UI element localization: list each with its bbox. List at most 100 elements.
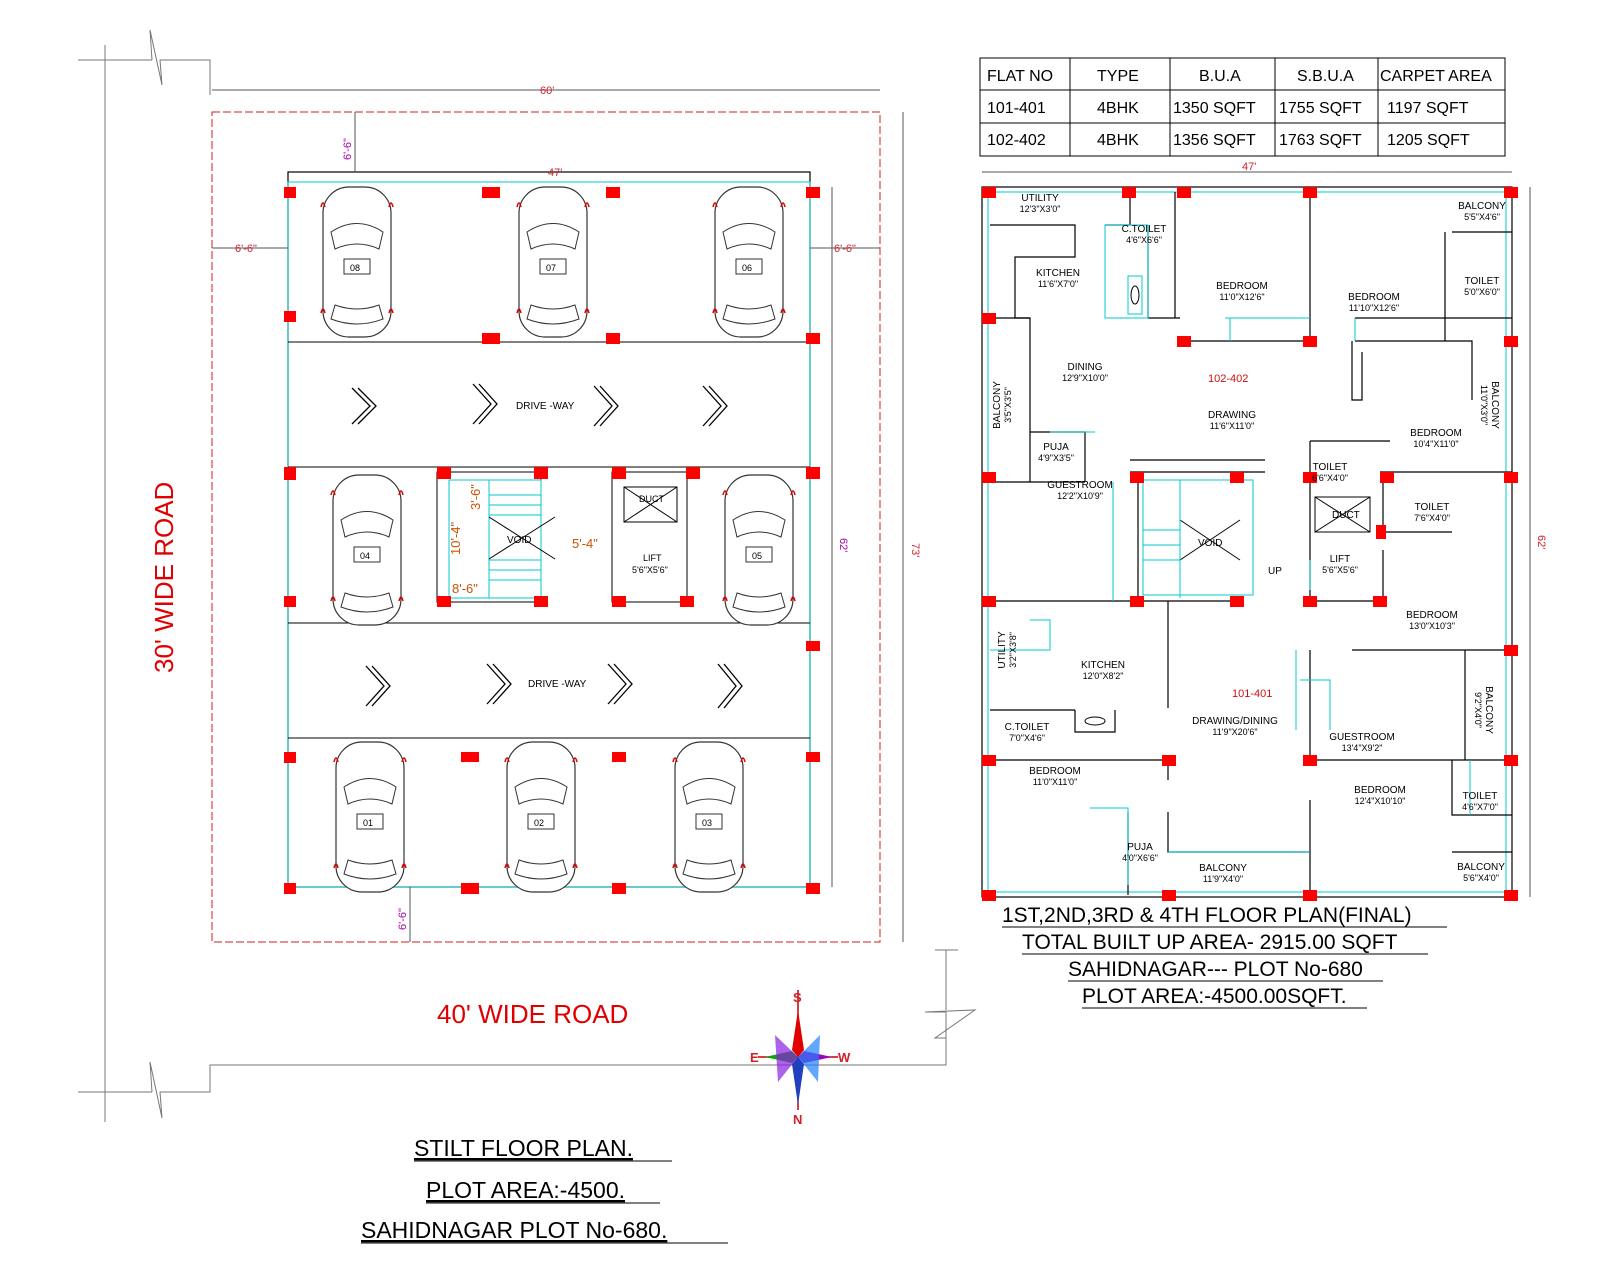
room-name: TOILET xyxy=(1463,791,1498,802)
floor-height-dim: 62' xyxy=(1535,535,1547,549)
room-size: 11'6"X11'0" xyxy=(1210,421,1255,431)
stair-dim-top: 3'-6" xyxy=(468,484,483,510)
room-name: GUESTROOM xyxy=(1047,480,1113,491)
car-8: 03 xyxy=(672,741,746,893)
room-name: C.TOILET xyxy=(1005,722,1050,733)
car-5: 05 xyxy=(722,474,796,626)
car-number: 08 xyxy=(350,263,360,273)
stair-dim-bottom: 8'-6" xyxy=(452,581,478,596)
table-header-bua: B.U.A xyxy=(1199,68,1241,85)
table-header-type: TYPE xyxy=(1097,68,1139,85)
room-size: 11'0"X12'6" xyxy=(1219,292,1264,302)
stair-dim-gap: 5'-4" xyxy=(572,536,598,551)
table-cell: 102-402 xyxy=(987,132,1046,149)
stilt-left-setback: 6'-6" xyxy=(235,243,257,255)
room-size: 10'4"X11'0" xyxy=(1413,439,1458,449)
floor-duct-label: DUCT xyxy=(1332,510,1360,521)
room-size: 5'5"X4'6" xyxy=(1464,212,1500,222)
table-cell: 1197 SQFT xyxy=(1387,100,1469,117)
car-7: 02 xyxy=(504,741,578,893)
floor-title-1: 1ST,2ND,3RD & 4TH FLOOR PLAN(FINAL) xyxy=(1002,904,1412,927)
table-cell: 4BHK xyxy=(1097,132,1139,149)
car-number: 04 xyxy=(360,551,370,561)
room-name: TOILET xyxy=(1313,462,1348,473)
room-name: BEDROOM xyxy=(1029,766,1081,777)
room-name: UTILITY xyxy=(997,631,1008,669)
room-size: 5'6"X4'0" xyxy=(1463,873,1499,883)
flat-101-label: 101-401 xyxy=(1232,688,1272,700)
flat-102-label: 102-402 xyxy=(1208,373,1248,385)
room-name: BALCONY xyxy=(1483,686,1494,734)
table-cell: 1755 SQFT xyxy=(1279,100,1362,117)
room-size: 4'6"X6'6" xyxy=(1126,235,1162,245)
room-size: 13'0"X10'3" xyxy=(1409,621,1455,631)
room-size: 7'0"X4'6" xyxy=(1009,733,1045,743)
room-size: 7'6"X4'0" xyxy=(1414,513,1450,523)
room-size: 11'9"X4'0" xyxy=(1203,874,1243,884)
floor-void-label: VOID xyxy=(1198,538,1222,549)
room-size: 13'4"X9'2" xyxy=(1342,743,1383,753)
room-name: LIFT xyxy=(1330,554,1351,565)
room-name: GUESTROOM xyxy=(1329,732,1395,743)
car-number: 05 xyxy=(752,551,762,561)
room-size: 11'0"X3'0" xyxy=(1479,385,1489,425)
table-header-carpet: CARPET AREA xyxy=(1380,68,1492,85)
floor-width-dim: 47' xyxy=(1242,161,1256,173)
room-name: TOILET xyxy=(1465,276,1500,287)
table-cell: 1356 SQFT xyxy=(1173,132,1256,149)
room-size: 11'6"X7'0" xyxy=(1038,279,1078,289)
stilt-lift-size: 5'6"X5'6" xyxy=(632,565,668,575)
stilt-bottom-setback: 6'-6" xyxy=(397,908,409,930)
room-size: 11'10"X12'6" xyxy=(1349,303,1399,313)
floor-plan-titles: 1ST,2ND,3RD & 4TH FLOOR PLAN(FINAL) TOTA… xyxy=(1002,904,1447,1009)
floor-title-2: TOTAL BUILT UP AREA- 2915.00 SQFT xyxy=(1022,931,1398,954)
floor-columns xyxy=(982,187,1518,901)
room-size: 5'0"X6'0" xyxy=(1464,287,1500,297)
room-name: KITCHEN xyxy=(1081,660,1125,671)
room-size: 4'9"X3'5" xyxy=(1038,453,1074,463)
stilt-inner-width-dim: 47' xyxy=(548,167,562,179)
room-size: 4'0"X6'6" xyxy=(1122,853,1158,863)
stilt-void-label: VOID xyxy=(507,535,531,546)
table-cell: 4BHK xyxy=(1097,100,1139,117)
stilt-title-2: PLOT AREA:-4500. xyxy=(426,1177,625,1203)
room-size: 12'0"X8'2" xyxy=(1083,671,1124,681)
room-size: 12'3"X3'0" xyxy=(1020,204,1061,214)
room-name: BEDROOM xyxy=(1410,428,1462,439)
room-name: PUJA xyxy=(1043,442,1069,453)
room-size: 6'6"X4'0" xyxy=(1312,473,1348,483)
compass-e: E xyxy=(750,1050,759,1065)
room-name: BEDROOM xyxy=(1216,281,1268,292)
room-size: 11'0"X11'0" xyxy=(1033,777,1078,787)
stilt-title-1: STILT FLOOR PLAN. xyxy=(414,1135,633,1161)
car-6: 01 xyxy=(333,741,407,893)
compass-w: W xyxy=(838,1050,851,1065)
room-name: DRAWING/DINING xyxy=(1192,716,1278,727)
compass-n: N xyxy=(793,1112,802,1127)
area-table: FLAT NO TYPE B.U.A S.B.U.A CARPET AREA 1… xyxy=(979,57,1506,157)
room-size: 12'4"X10'10" xyxy=(1355,796,1406,806)
table-cell: 101-401 xyxy=(987,100,1046,117)
stilt-width-dim: 60' xyxy=(540,85,554,97)
room-size: 5'6"X5'6" xyxy=(1322,565,1358,575)
car-number: 02 xyxy=(534,818,544,828)
